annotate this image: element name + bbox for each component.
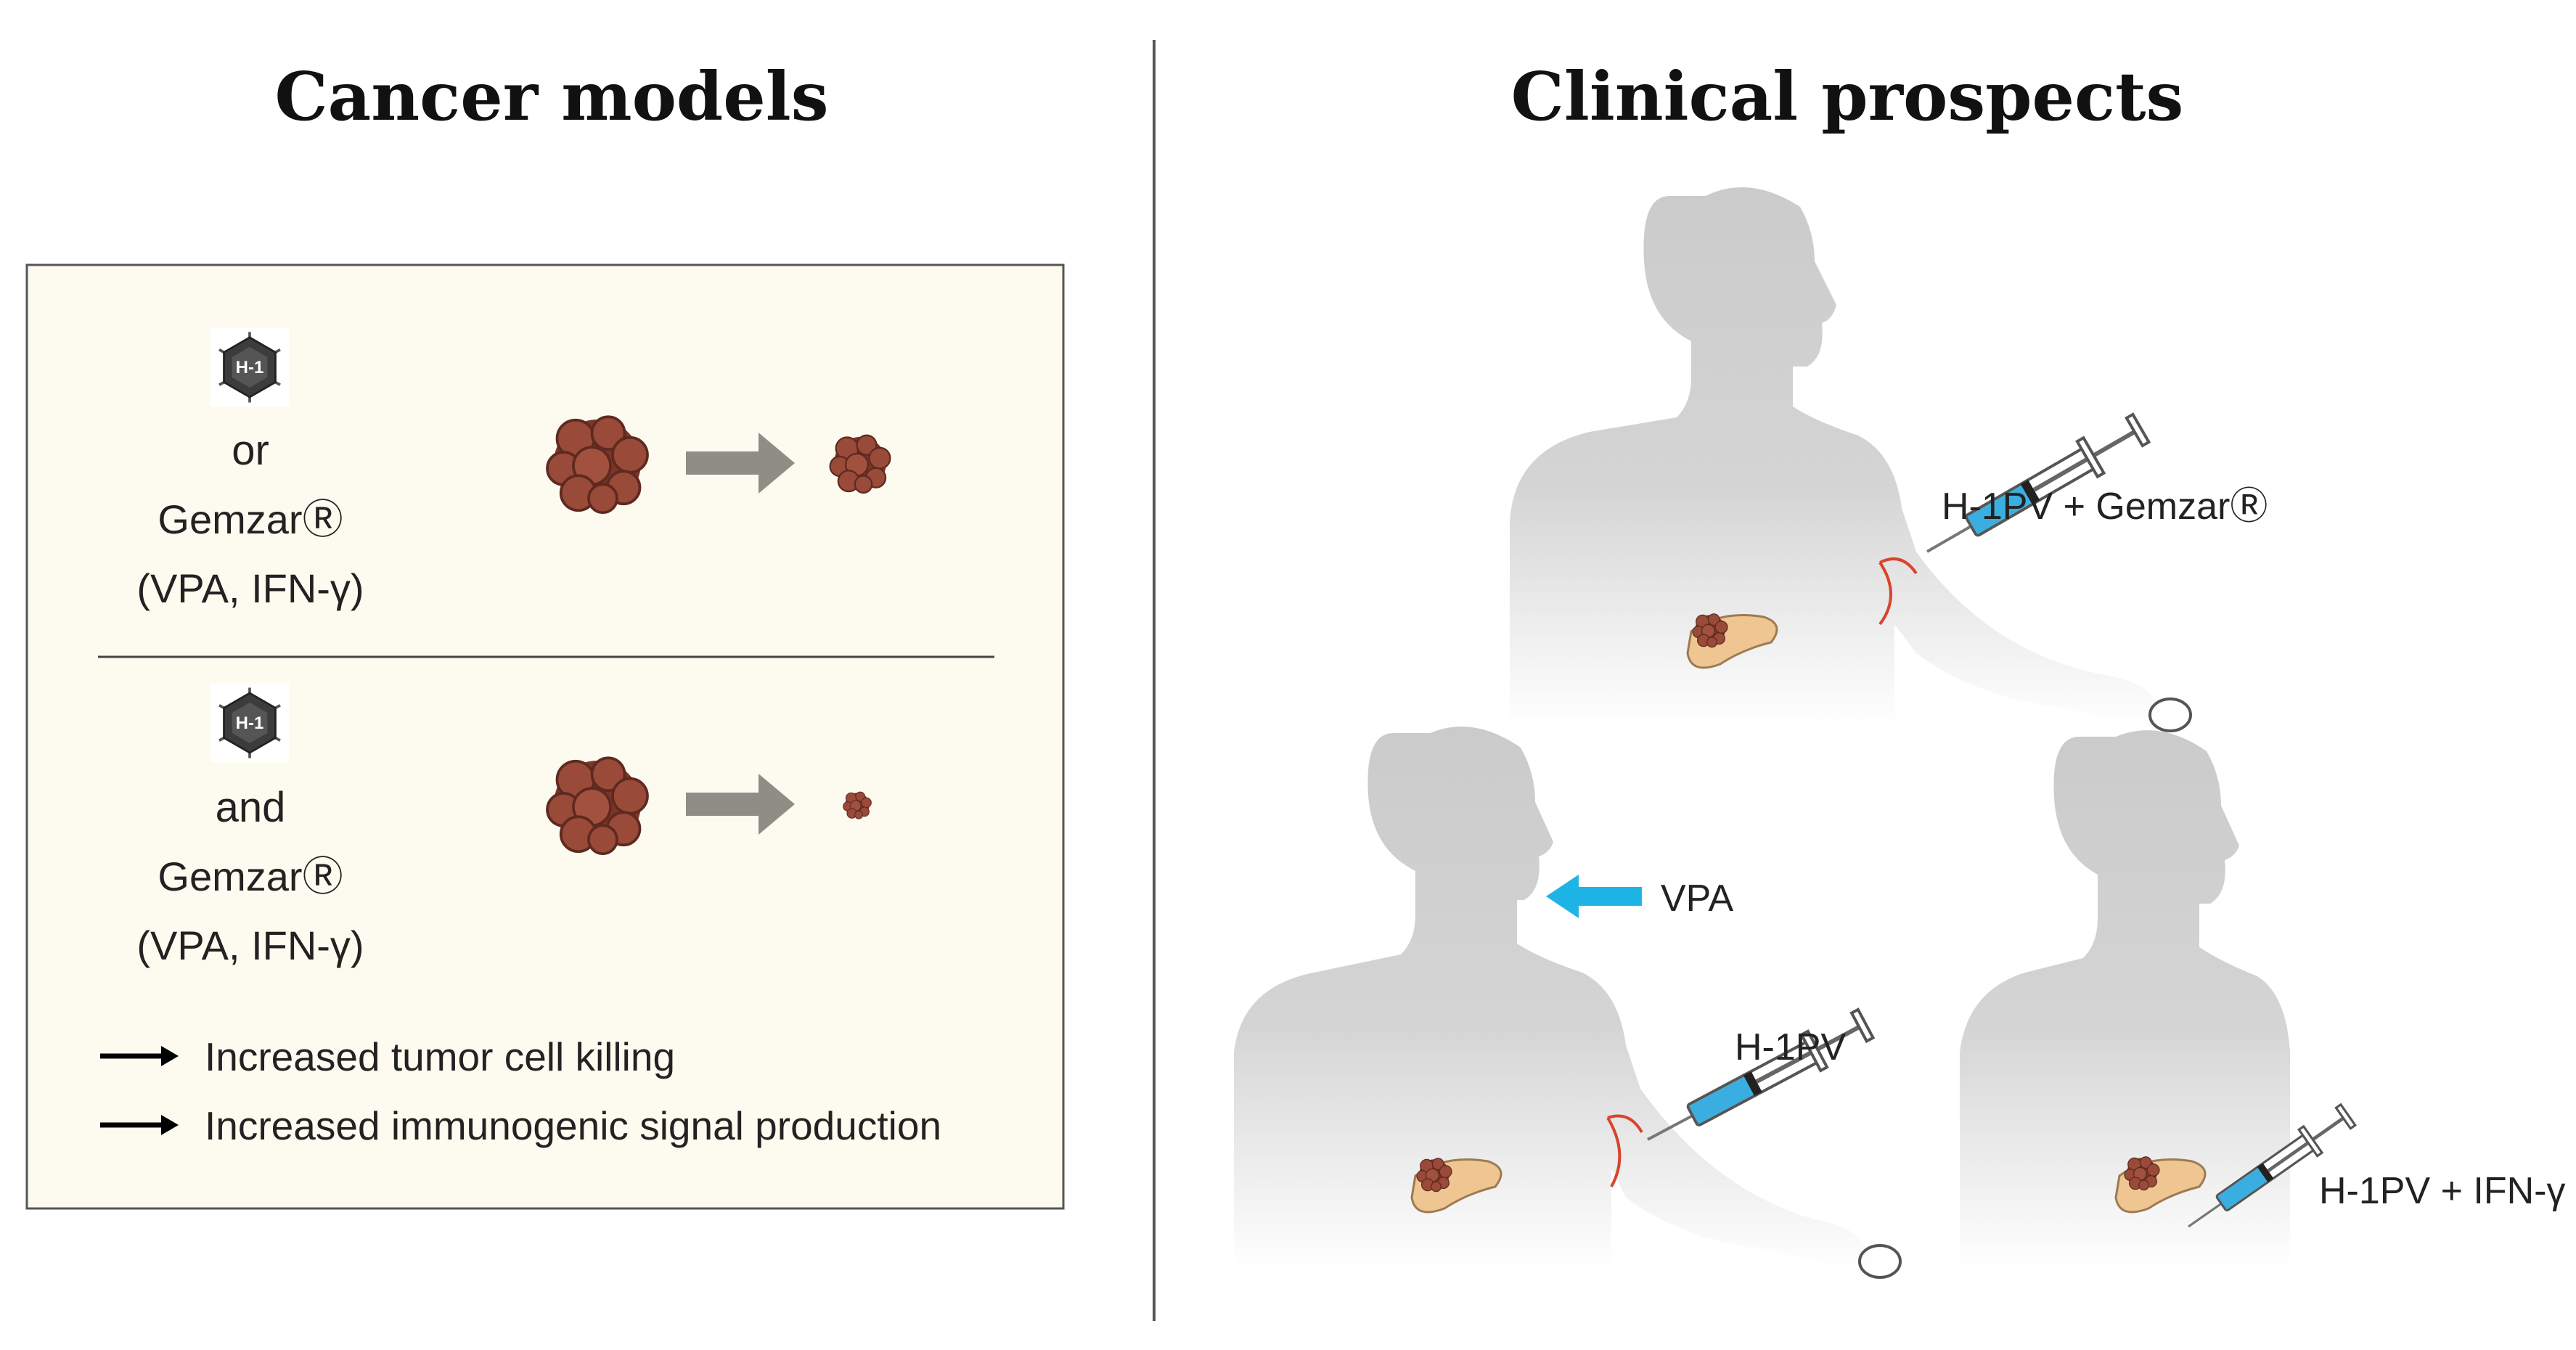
virus-badge-label: H-1 xyxy=(236,358,264,377)
row2-drug: GemzarⓇ xyxy=(158,854,343,899)
outcome-arrow-1 xyxy=(100,1046,179,1066)
row2-adjuvants: (VPA, IFN-γ) xyxy=(136,922,364,968)
outcome-text-2: Increased immunogenic signal production xyxy=(205,1103,941,1148)
shrink-arrow-2 xyxy=(686,774,795,835)
top-treatment-label: H-1PV + GemzarⓇ xyxy=(1942,486,2268,528)
row1-adjuvants: (VPA, IFN-γ) xyxy=(136,565,364,611)
vein-icon xyxy=(1606,1114,1643,1187)
patient-figure-bottom-left xyxy=(1234,727,1902,1279)
outcome-text-1: Increased tumor cell killing xyxy=(205,1034,675,1079)
patient-figure-top xyxy=(1510,187,2192,732)
vein-icon xyxy=(1878,557,1918,626)
left-panel-title: Cancer models xyxy=(274,57,828,136)
row2-connector: and xyxy=(216,784,286,831)
shrink-arrow-1 xyxy=(686,433,795,494)
row1-drug: GemzarⓇ xyxy=(158,496,343,542)
right-treatment-label: H-1PV + IFN-γ xyxy=(2319,1170,2566,1212)
row1-connector: or xyxy=(232,427,269,474)
vpa-arrow-icon xyxy=(1546,875,1642,918)
right-panel-title: Clinical prospects xyxy=(1511,57,2184,136)
virus-badge-label: H-1 xyxy=(236,713,264,733)
vpa-label: VPA xyxy=(1661,878,1734,920)
outcome-arrow-2 xyxy=(100,1115,179,1135)
patient-figure-bottom-right xyxy=(1960,730,2290,1267)
cancer-models-panel xyxy=(25,263,1065,1210)
left-treatment-label: H-1PV xyxy=(1735,1026,1846,1068)
